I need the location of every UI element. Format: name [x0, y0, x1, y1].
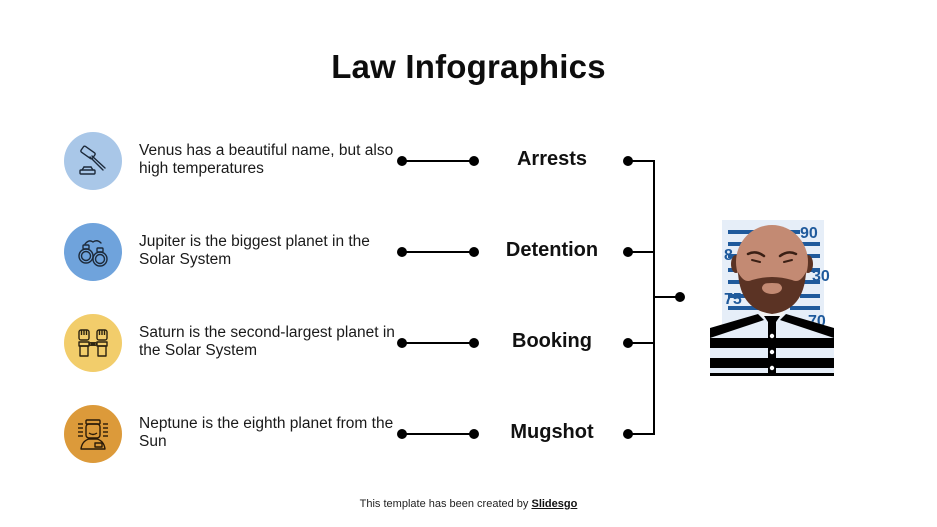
infographic-row-arrests: Venus has a beautiful name, but also hig… [0, 131, 937, 191]
item-description: Venus has a beautiful name, but also hig… [139, 142, 394, 177]
icon-circle [64, 223, 122, 281]
item-description: Neptune is the eighth planet from the Su… [139, 415, 394, 450]
item-label: Booking [512, 330, 592, 352]
cuffed-fists-icon [78, 329, 108, 357]
item-description: Saturn is the second-largest planet in t… [139, 324, 395, 359]
infographic-row-mugshot: Neptune is the eighth planet from the Su… [0, 404, 937, 464]
item-label: Mugshot [510, 421, 594, 443]
icon-circle [64, 132, 122, 190]
slide-title: Law Infographics [331, 48, 606, 85]
item-label: Detention [505, 239, 599, 261]
svg-text:30: 30 [812, 268, 830, 285]
infographic-row-booking: Saturn is the second-largest planet in t… [0, 313, 937, 373]
svg-text:8: 8 [724, 247, 733, 264]
prisoner-icon [78, 419, 108, 450]
slidesgo-link[interactable]: Slidesgo [531, 498, 578, 510]
svg-text:90: 90 [800, 225, 818, 242]
icon-circle [64, 314, 122, 372]
item-description: Jupiter is the biggest planet in the Sol… [139, 233, 370, 268]
mugshot-illustration: 90 8 30 75 70 [710, 220, 834, 376]
footer-text: This template has been created by [359, 498, 532, 510]
svg-text:75: 75 [724, 291, 742, 308]
item-label: Arrests [516, 148, 588, 170]
infographic-row-detention: Jupiter is the biggest planet in the Sol… [0, 222, 937, 282]
icon-circle [64, 405, 122, 463]
footer-credit: This template has been created by Slides… [0, 498, 937, 510]
gavel-icon [79, 145, 106, 175]
handcuffs-icon [78, 240, 108, 267]
